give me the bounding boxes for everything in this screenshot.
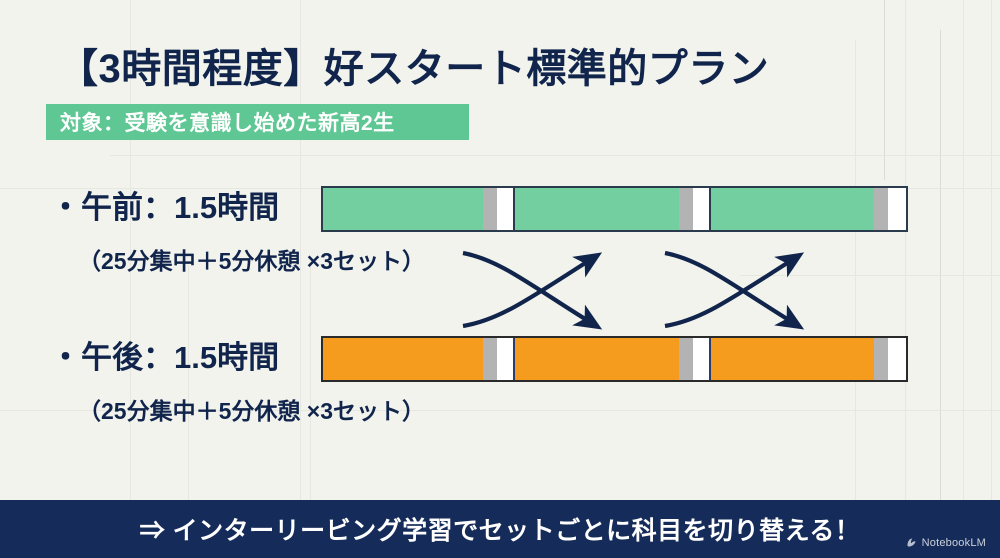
gap-segment bbox=[693, 188, 709, 230]
timeline-bar-afternoon bbox=[321, 336, 908, 382]
pomodoro-set bbox=[323, 188, 513, 230]
pomodoro-set bbox=[709, 338, 904, 380]
focus-segment bbox=[515, 338, 679, 380]
watermark-label: NotebookLM bbox=[921, 536, 986, 549]
row-label-morning: ・午前：1.5時間 bbox=[50, 190, 280, 225]
focus-segment bbox=[515, 188, 679, 230]
crossing-arrows-icon bbox=[462, 250, 805, 330]
target-audience-label: 対象：受験を意識し始めた新高2生 bbox=[60, 112, 395, 135]
row-sublabel-morning: （25分集中＋5分休憩 ×3セット） bbox=[78, 248, 425, 274]
pomodoro-set bbox=[709, 188, 904, 230]
footer-message: ⇒ インターリービング学習でセットごとに科目を切り替える！ bbox=[139, 517, 861, 545]
pomodoro-set bbox=[513, 338, 709, 380]
gap-segment bbox=[888, 188, 904, 230]
break-segment bbox=[483, 338, 497, 380]
footer-banner: ⇒ インターリービング学習でセットごとに科目を切り替える！ NotebookLM bbox=[0, 500, 1000, 558]
timeline-bar-morning bbox=[321, 186, 908, 232]
watermark: NotebookLM bbox=[905, 536, 986, 549]
gap-segment bbox=[497, 188, 513, 230]
gap-segment bbox=[888, 338, 904, 380]
focus-segment bbox=[323, 188, 483, 230]
target-audience-badge: 対象：受験を意識し始めた新高2生 bbox=[46, 104, 469, 140]
gap-segment bbox=[497, 338, 513, 380]
break-segment bbox=[874, 338, 888, 380]
break-segment bbox=[874, 188, 888, 230]
break-segment bbox=[483, 188, 497, 230]
pomodoro-set bbox=[513, 188, 709, 230]
focus-segment bbox=[323, 338, 483, 380]
focus-segment bbox=[711, 188, 874, 230]
focus-segment bbox=[711, 338, 874, 380]
interleaving-arrows bbox=[0, 240, 1000, 335]
row-sublabel-afternoon: （25分集中＋5分休憩 ×3セット） bbox=[78, 398, 425, 424]
pomodoro-set bbox=[323, 338, 513, 380]
gap-segment bbox=[693, 338, 709, 380]
notebooklm-logo-icon bbox=[907, 538, 916, 547]
break-segment bbox=[679, 188, 693, 230]
row-label-afternoon: ・午後：1.5時間 bbox=[50, 340, 280, 375]
slide-title: 【3時間程度】好スタート標準的プラン bbox=[58, 47, 770, 91]
break-segment bbox=[679, 338, 693, 380]
